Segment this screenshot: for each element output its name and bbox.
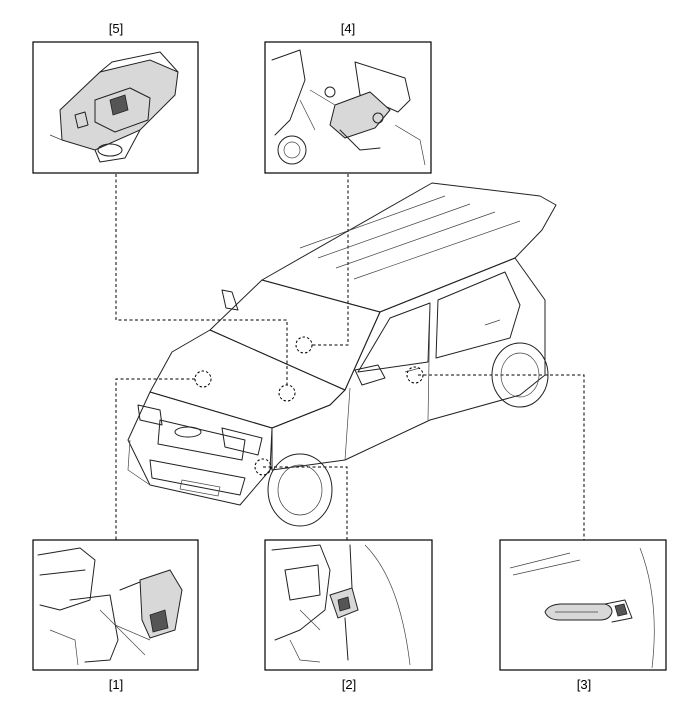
callout-label-3: [3] bbox=[577, 677, 591, 692]
leader-line-5 bbox=[115, 174, 288, 385]
callout-label-1: [1] bbox=[109, 677, 123, 692]
detail-panel-1 bbox=[32, 539, 199, 671]
callout-label-2: [2] bbox=[342, 677, 356, 692]
component-detail-illustration bbox=[509, 547, 655, 669]
component-detail-illustration bbox=[49, 51, 179, 163]
marker-4 bbox=[295, 336, 313, 354]
detail-panel-2 bbox=[264, 539, 433, 671]
detail-panel-4 bbox=[264, 41, 432, 174]
marker-1 bbox=[194, 370, 212, 388]
component-detail-illustration bbox=[271, 544, 411, 666]
callout-label-5: [5] bbox=[109, 21, 123, 36]
marker-3 bbox=[406, 366, 424, 384]
component-detail-illustration bbox=[271, 49, 426, 166]
detail-panel-3 bbox=[499, 539, 667, 671]
leader-line-4 bbox=[312, 174, 349, 346]
marker-5 bbox=[278, 384, 296, 402]
leader-line-1 bbox=[115, 378, 195, 540]
marker-2 bbox=[254, 458, 272, 476]
callout-label-4: [4] bbox=[341, 21, 355, 36]
vehicle-illustration bbox=[127, 182, 557, 527]
component-detail-illustration bbox=[37, 547, 183, 666]
leader-line-2 bbox=[263, 466, 348, 540]
leader-line-3 bbox=[418, 374, 585, 540]
detail-panel-5 bbox=[32, 41, 199, 174]
location-markers bbox=[194, 336, 424, 476]
